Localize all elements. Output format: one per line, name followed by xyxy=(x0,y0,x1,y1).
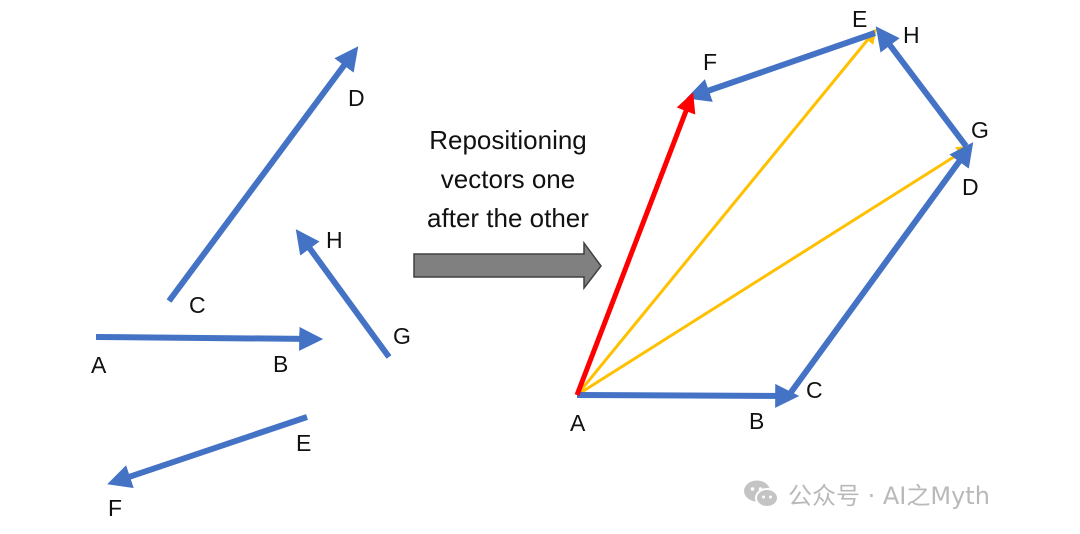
vector-cd-right xyxy=(786,142,974,397)
block-arrow-icon xyxy=(413,240,602,291)
vector-ef-left xyxy=(107,414,308,489)
wechat-icon xyxy=(744,480,779,508)
label-e-right: E xyxy=(852,6,867,32)
vector-cd-left xyxy=(166,46,359,303)
label-b-left: B xyxy=(273,351,288,377)
watermark: 公众号 · AI之Myth xyxy=(742,476,990,511)
diagonal-ae xyxy=(575,28,877,396)
caption-line-3: after the other xyxy=(427,203,589,233)
vector-ab-left xyxy=(95,326,324,351)
diagonal-ag xyxy=(576,145,972,397)
vector-ab-right xyxy=(576,383,800,408)
watermark-text: 公众号 · AI之Myth xyxy=(788,482,990,510)
label-c-left: C xyxy=(189,292,206,318)
left-vectors: A B C D E F G H xyxy=(91,46,411,521)
vector-gh-left xyxy=(295,229,392,359)
label-g-left: G xyxy=(393,323,411,349)
label-h-right: H xyxy=(903,22,920,48)
label-f-left: F xyxy=(108,495,122,521)
caption-line-2: vectors one xyxy=(441,164,575,194)
label-c-right: C xyxy=(806,377,823,403)
caption-line-1: Repositioning xyxy=(429,125,587,155)
label-d-right: D xyxy=(962,174,979,200)
label-g-right: G xyxy=(971,117,989,143)
label-a-left: A xyxy=(91,352,107,378)
vector-gh-right xyxy=(875,26,969,148)
label-a-right: A xyxy=(570,410,586,436)
label-b-right: B xyxy=(749,408,764,434)
right-vectors: A B C D E F G H xyxy=(570,6,989,436)
resultant-af xyxy=(574,92,696,396)
label-h-left: H xyxy=(326,227,343,253)
transition: Repositioning vectors one after the othe… xyxy=(413,125,602,291)
label-d-left: D xyxy=(348,85,365,111)
label-f-right: F xyxy=(703,49,717,75)
label-e-left: E xyxy=(296,430,311,456)
vector-ef-right xyxy=(686,30,876,102)
